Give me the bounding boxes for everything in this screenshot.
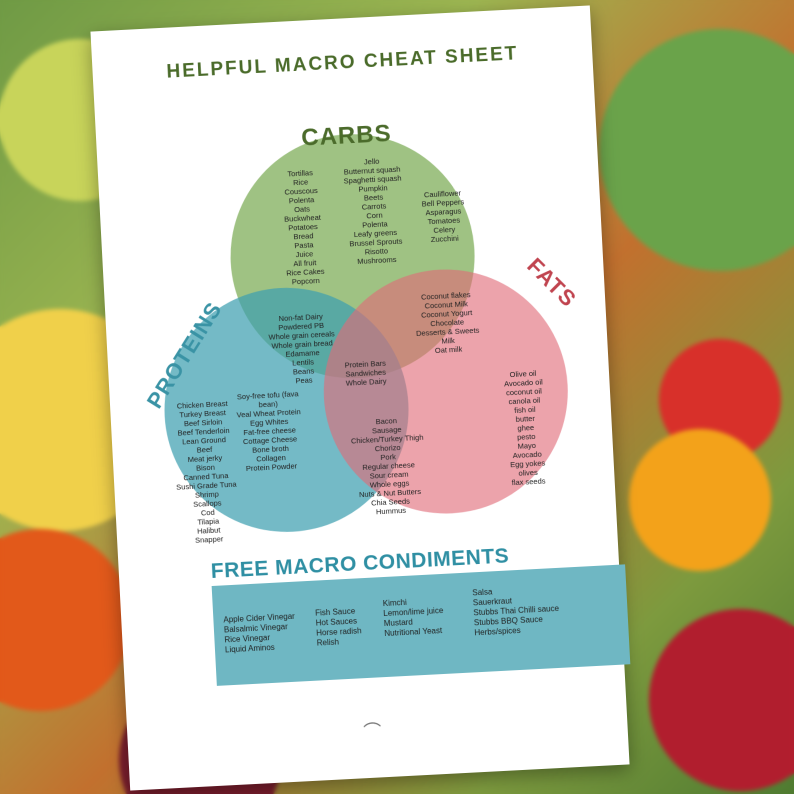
venn-diagram (164, 134, 568, 532)
list-item: Nutritional Yeast (384, 626, 443, 639)
list-item: Relish (316, 637, 340, 648)
cheat-sheet-page: HELPFUL MACRO CHEAT SHEET CARBS FATS PRO… (90, 5, 631, 791)
fats-circle (323, 269, 568, 514)
carbs-label: CARBS (300, 120, 393, 152)
banana-icon: ⌒ (362, 721, 382, 743)
